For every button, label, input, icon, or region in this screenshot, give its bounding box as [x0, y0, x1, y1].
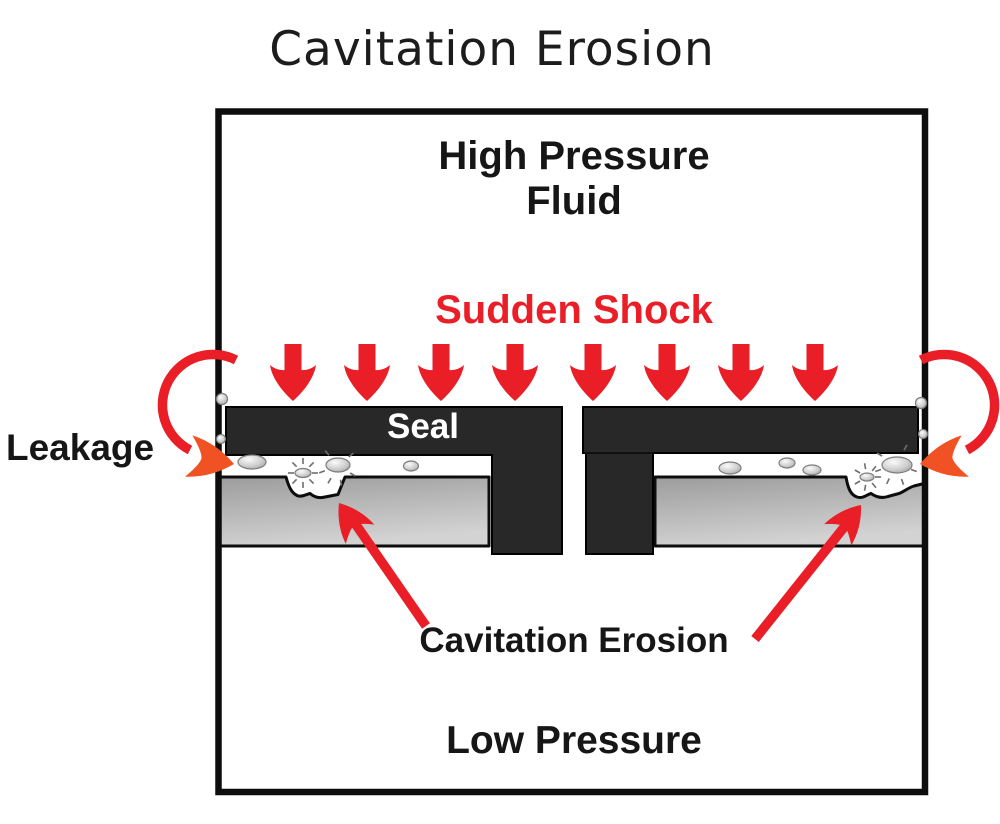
- shock-arrow-icon: [792, 344, 838, 401]
- low-pressure-label: Low Pressure: [446, 719, 702, 762]
- bubble: [914, 396, 928, 410]
- cavitation-arrow-right-shaft: [751, 518, 853, 642]
- sparkle-icon: [875, 444, 917, 485]
- shock-arrow-icon: [718, 344, 764, 401]
- leakage-arrow-right-arc: [918, 349, 1000, 455]
- high-pressure-fluid-label: High Pressure Fluid: [221, 134, 927, 224]
- bubble: [802, 464, 822, 476]
- page-title: Cavitation Erosion: [269, 22, 715, 77]
- bubble: [294, 467, 312, 479]
- leakage-arrow-left-arc: [157, 349, 239, 455]
- bubble: [325, 457, 351, 473]
- shock-arrow-icon: [644, 344, 690, 401]
- bubble: [215, 392, 229, 406]
- bubble: [917, 428, 929, 440]
- sparkle-icon: [288, 458, 318, 488]
- bubble: [402, 460, 420, 472]
- shock-arrow-icon: [570, 344, 616, 401]
- sparkle-icon: [854, 463, 881, 491]
- cavitation-arrow-left-shaft: [348, 516, 430, 629]
- bubble: [778, 457, 796, 469]
- bubble: [881, 456, 913, 474]
- sparkle-icon: [318, 450, 356, 486]
- seal-right-leg: [585, 452, 654, 555]
- shock-arrow-icon: [418, 344, 464, 401]
- seal-label: Seal: [387, 407, 459, 446]
- bubble: [859, 472, 875, 482]
- seal-right-bar: [582, 406, 919, 454]
- leakage-label: Leakage: [6, 427, 155, 468]
- seal-left-half: [225, 406, 563, 555]
- mating-plate-right-with-erosion-pit: [653, 475, 926, 548]
- sudden-shock-label: Sudden Shock: [435, 288, 713, 332]
- bubble: [237, 454, 267, 470]
- shock-arrow-icon: [492, 344, 538, 401]
- bubble: [718, 461, 742, 475]
- cavitation-erosion-label: Cavitation Erosion: [419, 621, 729, 660]
- high-pressure-line1: High Pressure: [438, 134, 710, 178]
- shock-arrow-icon: [344, 344, 390, 401]
- shock-arrow-icon: [270, 344, 316, 401]
- bubble: [215, 433, 227, 445]
- high-pressure-line2: Fluid: [526, 179, 622, 223]
